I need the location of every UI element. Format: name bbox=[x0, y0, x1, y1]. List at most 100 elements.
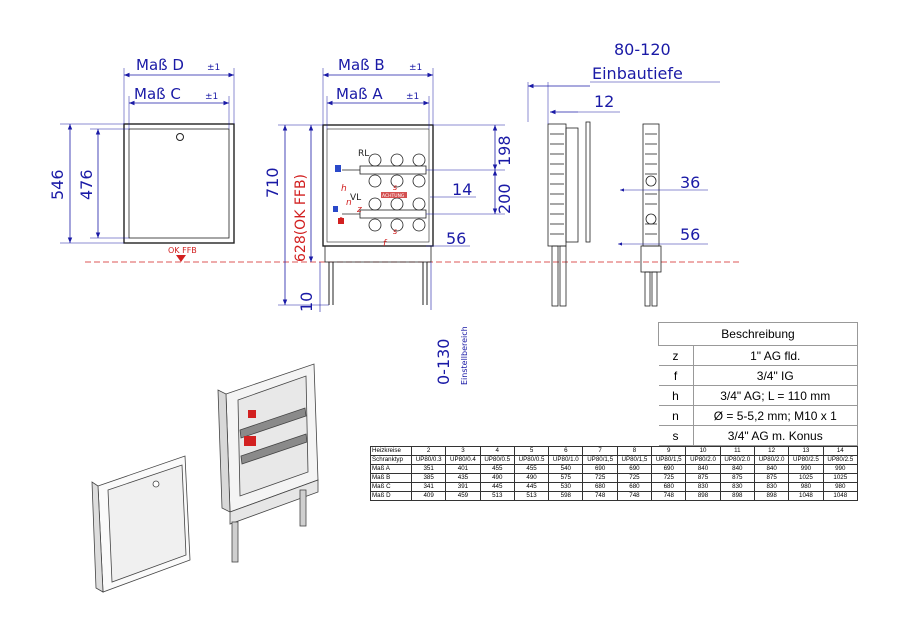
table-cell: 5 bbox=[513, 446, 550, 456]
table-cell: UP80/0.3 bbox=[410, 455, 447, 465]
table-cell: 490 bbox=[479, 473, 515, 483]
dim-200: 200 bbox=[495, 183, 514, 214]
table-cell: 391 bbox=[445, 482, 481, 492]
desc-value: 3/4" AG; L = 110 mm bbox=[692, 385, 858, 406]
table-cell: 830 bbox=[753, 482, 790, 492]
table-cell: 435 bbox=[445, 473, 481, 483]
dim-12: 12 bbox=[594, 92, 614, 111]
table-cell: UP80/2.5 bbox=[822, 455, 859, 465]
table-cell: 2 bbox=[410, 446, 447, 456]
dim-546: 546 bbox=[48, 169, 67, 200]
svg-text:±1: ±1 bbox=[409, 63, 422, 73]
table-cell: 725 bbox=[651, 473, 687, 483]
row-header: Schranktyp bbox=[370, 455, 412, 465]
table-cell: UP80/0.5 bbox=[513, 455, 550, 465]
table-cell: UP80/2.0 bbox=[719, 455, 755, 465]
desc-value: 3/4" IG bbox=[692, 365, 858, 386]
table-cell: 341 bbox=[410, 482, 447, 492]
table-cell: 351 bbox=[410, 464, 447, 474]
table-cell: 4 bbox=[479, 446, 515, 456]
table-cell: 7 bbox=[582, 446, 618, 456]
row-header: Maß B bbox=[370, 473, 412, 483]
table-cell: 875 bbox=[719, 473, 755, 483]
table-cell: 14 bbox=[822, 446, 859, 456]
desc-value: 1" AG fld. bbox=[692, 345, 858, 366]
svg-text:z: z bbox=[356, 205, 362, 215]
dim-476: 476 bbox=[77, 169, 96, 200]
table-cell: 12 bbox=[753, 446, 790, 456]
table-cell: 6 bbox=[548, 446, 584, 456]
row-header: Heizkreise bbox=[370, 446, 412, 456]
table-cell: 8 bbox=[616, 446, 653, 456]
mass-d-label: Maß D bbox=[136, 56, 184, 74]
table-cell: 690 bbox=[651, 464, 687, 474]
svg-text:n: n bbox=[346, 198, 352, 208]
desc-key: f bbox=[658, 365, 694, 386]
table-cell: 690 bbox=[616, 464, 653, 474]
table-cell: 898 bbox=[685, 491, 721, 501]
dim-710: 710 bbox=[263, 167, 282, 198]
table-cell: UP80/2.0 bbox=[685, 455, 721, 465]
description-header: Beschreibung bbox=[658, 322, 858, 346]
table-cell: 1048 bbox=[822, 491, 859, 501]
desc-key: n bbox=[658, 405, 694, 426]
table-cell: UP80/2.5 bbox=[788, 455, 824, 465]
dim-10: 10 bbox=[297, 292, 316, 312]
dim-14: 14 bbox=[452, 180, 472, 199]
table-cell: 840 bbox=[685, 464, 721, 474]
table-cell: UP80/0.4 bbox=[445, 455, 481, 465]
table-cell: 830 bbox=[685, 482, 721, 492]
svg-text:h: h bbox=[341, 184, 347, 194]
table-cell: 513 bbox=[513, 491, 550, 501]
table-cell: 598 bbox=[548, 491, 584, 501]
svg-text:±1: ±1 bbox=[205, 92, 218, 102]
table-cell: 748 bbox=[582, 491, 618, 501]
table-cell: 748 bbox=[651, 491, 687, 501]
table-cell: 13 bbox=[788, 446, 824, 456]
svg-text:ACHTUNG: ACHTUNG bbox=[382, 193, 405, 199]
table-cell: 680 bbox=[651, 482, 687, 492]
table-cell: 725 bbox=[616, 473, 653, 483]
table-cell: 401 bbox=[445, 464, 481, 474]
svg-text:s: s bbox=[393, 183, 397, 192]
table-cell: 459 bbox=[445, 491, 481, 501]
mass-a-label: Maß A bbox=[336, 85, 383, 103]
dim-56b: 56 bbox=[680, 225, 700, 244]
mass-c-label: Maß C bbox=[134, 85, 181, 103]
dim-56: 56 bbox=[446, 229, 466, 248]
mass-b-label: Maß B bbox=[338, 56, 385, 74]
table-cell: 840 bbox=[719, 464, 755, 474]
door-lock-icon bbox=[176, 133, 184, 141]
iso-cabinet bbox=[217, 363, 319, 563]
row-header: Maß A bbox=[370, 464, 412, 474]
table-cell: 898 bbox=[719, 491, 755, 501]
ok-ffb-marker bbox=[176, 255, 186, 262]
table-cell: 840 bbox=[753, 464, 790, 474]
dim-0-130: 0-130 bbox=[434, 339, 453, 386]
svg-text:s: s bbox=[393, 227, 397, 236]
table-cell: 445 bbox=[513, 482, 550, 492]
svg-text:RL: RL bbox=[358, 149, 369, 159]
table-cell: 455 bbox=[513, 464, 550, 474]
valve-blue-2 bbox=[333, 206, 338, 212]
table-cell: 680 bbox=[582, 482, 618, 492]
valve-red-1 bbox=[338, 218, 344, 224]
table-cell: 9 bbox=[651, 446, 687, 456]
dim-198: 198 bbox=[495, 135, 514, 166]
table-cell: 830 bbox=[719, 482, 755, 492]
svg-text:f: f bbox=[383, 239, 388, 249]
iso-door-panel bbox=[91, 455, 191, 593]
table-cell: 11 bbox=[719, 446, 755, 456]
ok-ffb-label: OK FFB bbox=[168, 246, 197, 255]
desc-value: Ø = 5-5,2 mm; M10 x 1 bbox=[692, 405, 858, 426]
table-cell: 690 bbox=[582, 464, 618, 474]
table-cell: 445 bbox=[479, 482, 515, 492]
valve-blue-1 bbox=[335, 165, 341, 172]
table-cell: 513 bbox=[479, 491, 515, 501]
dim-36: 36 bbox=[680, 173, 700, 192]
